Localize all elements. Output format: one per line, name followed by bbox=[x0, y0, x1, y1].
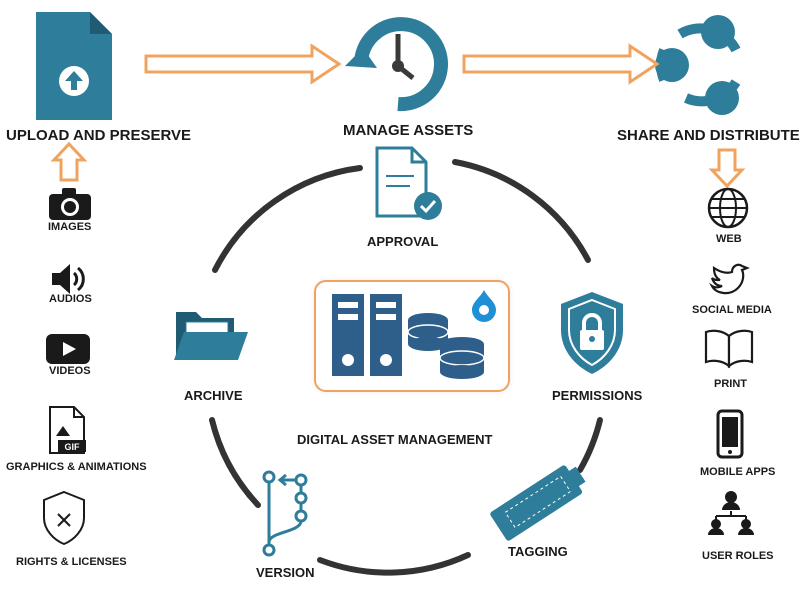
cycle-label-tagging: TAGGING bbox=[508, 544, 568, 559]
tag-icon bbox=[490, 465, 586, 541]
bird-icon bbox=[709, 263, 750, 295]
lock-shield-icon bbox=[561, 292, 623, 374]
arrow-up-to-upload bbox=[50, 141, 88, 182]
server-database-icon bbox=[332, 290, 496, 379]
right-item-label-web: WEB bbox=[716, 233, 742, 245]
upload-file-icon bbox=[36, 12, 112, 120]
manage-title: MANAGE ASSETS bbox=[343, 122, 474, 139]
right-item-label-mobile: MOBILE APPS bbox=[700, 466, 776, 478]
arrow-down-from-share bbox=[708, 148, 746, 189]
left-item-label-audios: AUDIOS bbox=[49, 293, 92, 305]
speaker-icon bbox=[52, 264, 85, 294]
gif-file-icon: GIF bbox=[49, 406, 86, 454]
center-label-dam: DIGITAL ASSET MANAGEMENT bbox=[297, 432, 493, 447]
left-item-label-videos: VIDEOS bbox=[49, 365, 91, 377]
camera-icon bbox=[49, 188, 91, 220]
left-item-label-rights: RIGHTS & LICENSES bbox=[16, 556, 127, 568]
right-item-label-social: SOCIAL MEDIA bbox=[692, 304, 772, 316]
user-roles-icon bbox=[708, 491, 754, 535]
upload-title: UPLOAD AND PRESERVE bbox=[6, 127, 192, 144]
clock-refresh-icon bbox=[345, 17, 448, 112]
arrow-upload-to-manage bbox=[144, 43, 342, 85]
version-branch-icon bbox=[262, 470, 308, 557]
right-item-label-user-roles: USER ROLES bbox=[702, 550, 774, 562]
share-icon bbox=[655, 15, 741, 115]
cycle-label-permissions: PERMISSIONS bbox=[552, 388, 643, 403]
cycle-label-approval: APPROVAL bbox=[367, 234, 439, 249]
shield-icon bbox=[43, 490, 85, 546]
cycle-label-version: VERSION bbox=[256, 565, 315, 580]
play-icon bbox=[46, 334, 90, 364]
approval-document-icon bbox=[375, 146, 442, 220]
phone-icon bbox=[716, 409, 744, 459]
svg-text:GIF: GIF bbox=[65, 442, 81, 452]
cycle-label-archive: ARCHIVE bbox=[184, 388, 243, 403]
left-item-label-graphics: GRAPHICS & ANIMATIONS bbox=[6, 461, 147, 473]
share-title: SHARE AND DISTRIBUTE bbox=[617, 127, 800, 144]
left-item-label-images: IMAGES bbox=[48, 221, 92, 233]
arrow-manage-to-share bbox=[462, 43, 660, 85]
right-item-label-print: PRINT bbox=[714, 378, 747, 390]
book-icon bbox=[704, 329, 754, 369]
globe-icon bbox=[707, 187, 749, 229]
archive-folder-icon bbox=[174, 312, 248, 360]
